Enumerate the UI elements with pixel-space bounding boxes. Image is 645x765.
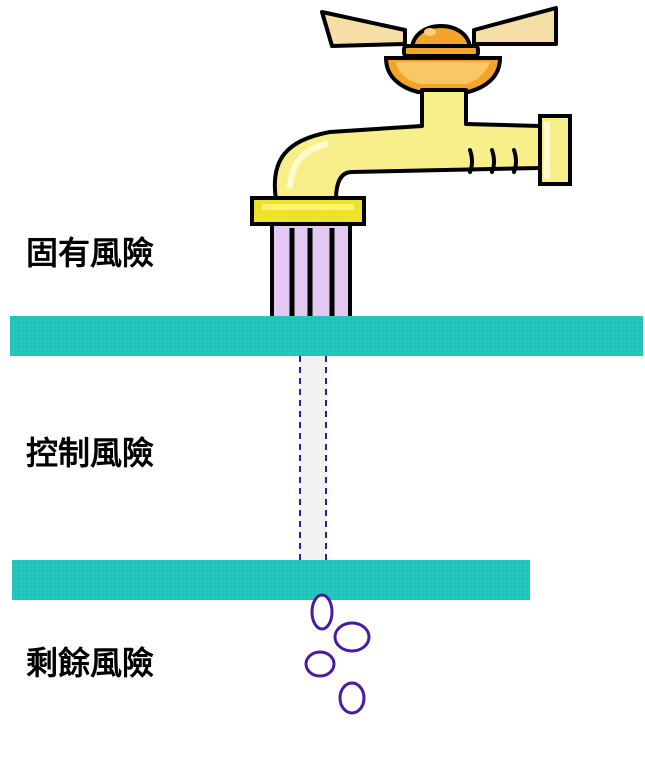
water-drops xyxy=(304,593,371,715)
water-drop-icon xyxy=(310,593,334,631)
water-stream-top xyxy=(270,222,352,320)
label-control-risk: 控制風險 xyxy=(26,434,154,472)
label-residual-risk: 剩餘風險 xyxy=(26,644,154,682)
inherent-risk-barrier xyxy=(10,316,643,356)
handle-left-arm xyxy=(320,10,407,48)
water-stream-middle xyxy=(299,356,327,560)
faucet-spout-band xyxy=(250,196,366,226)
water-drop-icon xyxy=(333,621,371,653)
label-inherent-risk: 固有風險 xyxy=(26,234,154,272)
faucet-icon xyxy=(250,6,572,226)
control-risk-barrier xyxy=(12,560,530,600)
water-drop-icon xyxy=(304,650,336,678)
handle-collar xyxy=(402,44,480,58)
water-drop-icon xyxy=(338,681,366,715)
handle-right-arm xyxy=(472,6,558,46)
